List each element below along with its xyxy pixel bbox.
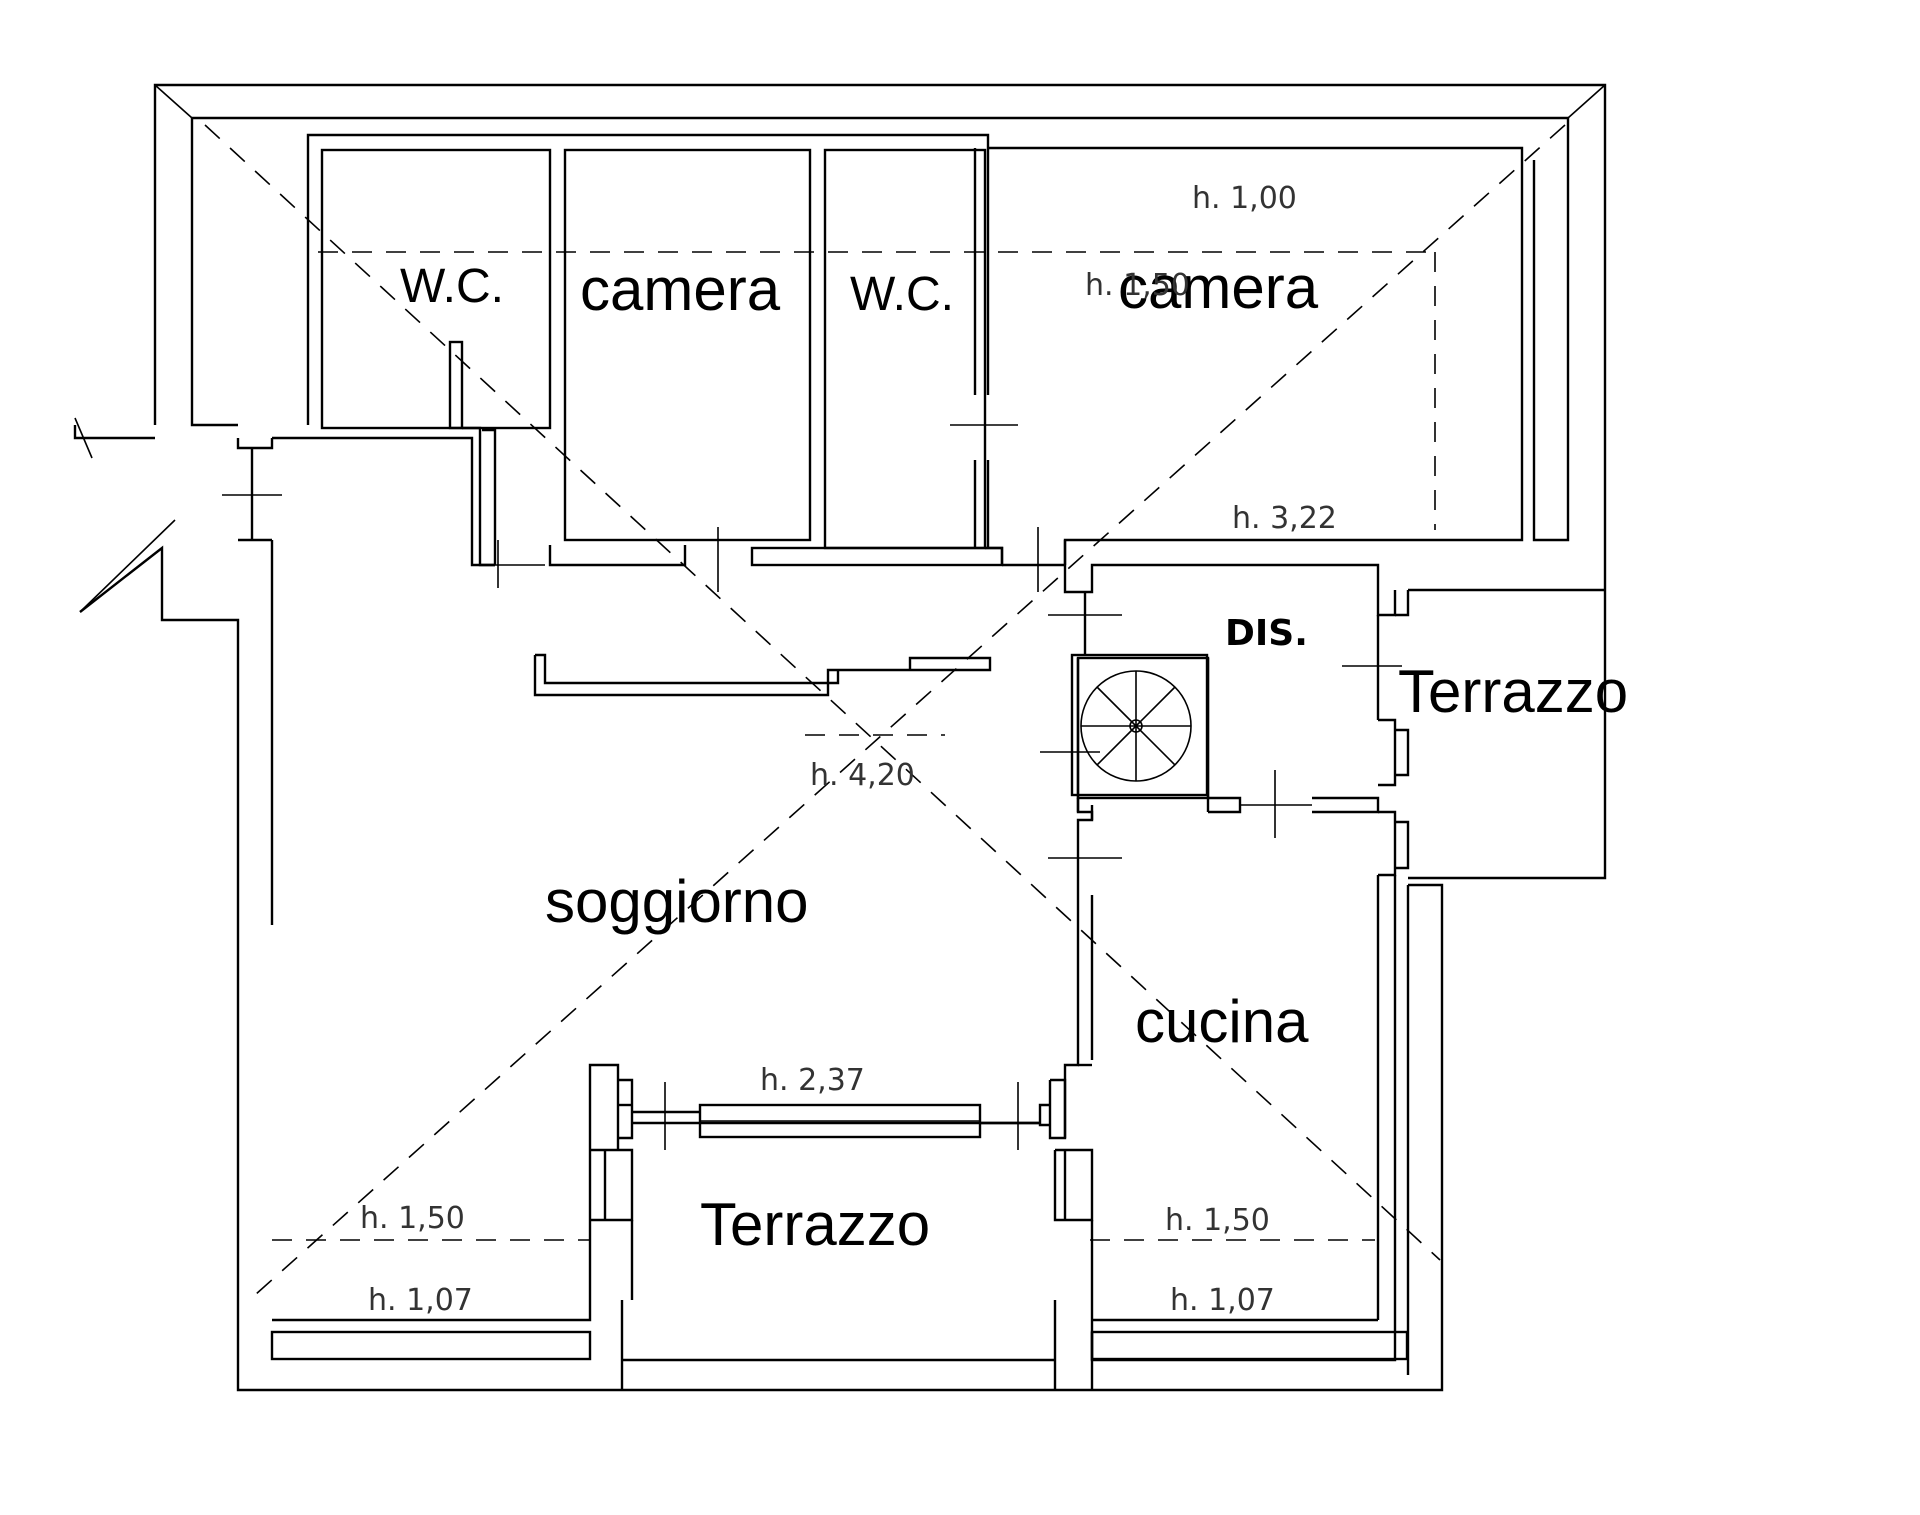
entrance [222,436,495,925]
height-label-h237: h. 2,37 [760,1063,865,1098]
dis-area [1040,540,1410,1375]
room-label-dis: DIS. [1225,613,1308,654]
top-rooms [306,133,1524,592]
height-label-h322: h. 3,22 [1232,501,1337,536]
height-label-h150-right: h. 1,50 [1165,1203,1270,1238]
room-label-terrazzo-bottom: Terrazzo [700,1191,930,1258]
height-label-h150-top: h. 1,50 [1085,268,1190,303]
dashed-guides [204,124,1566,1296]
bottom-walls [270,1063,1409,1390]
central-partition [533,653,992,697]
spiral-stair [1070,653,1209,797]
room-label-wc-right: W.C. [850,268,954,321]
height-label-h150-left: h. 1,50 [360,1201,465,1236]
height-label-h107-left: h. 1,07 [368,1283,473,1318]
height-label-h107-right: h. 1,07 [1170,1283,1275,1318]
kitchen-walls [1017,895,1094,1330]
room-labels: W.C. camera W.C. camera DIS. Terrazzo so… [400,254,1628,1258]
room-label-soggiorno: soggiorno [545,868,809,935]
height-labels: h. 1,00 h. 1,50 h. 3,22 h. 4,20 h. 2,37 … [360,181,1337,1318]
room-label-terrazzo-right: Terrazzo [1398,658,1628,725]
outer-walls [73,83,1607,1392]
height-label-h420: h. 4,20 [810,758,915,793]
height-label-h100: h. 1,00 [1192,181,1297,216]
room-label-camera-left: camera [580,256,781,323]
room-label-camera-right: camera [1118,254,1319,321]
room-label-cucina: cucina [1135,988,1309,1055]
room-label-wc-left: W.C. [400,260,504,313]
